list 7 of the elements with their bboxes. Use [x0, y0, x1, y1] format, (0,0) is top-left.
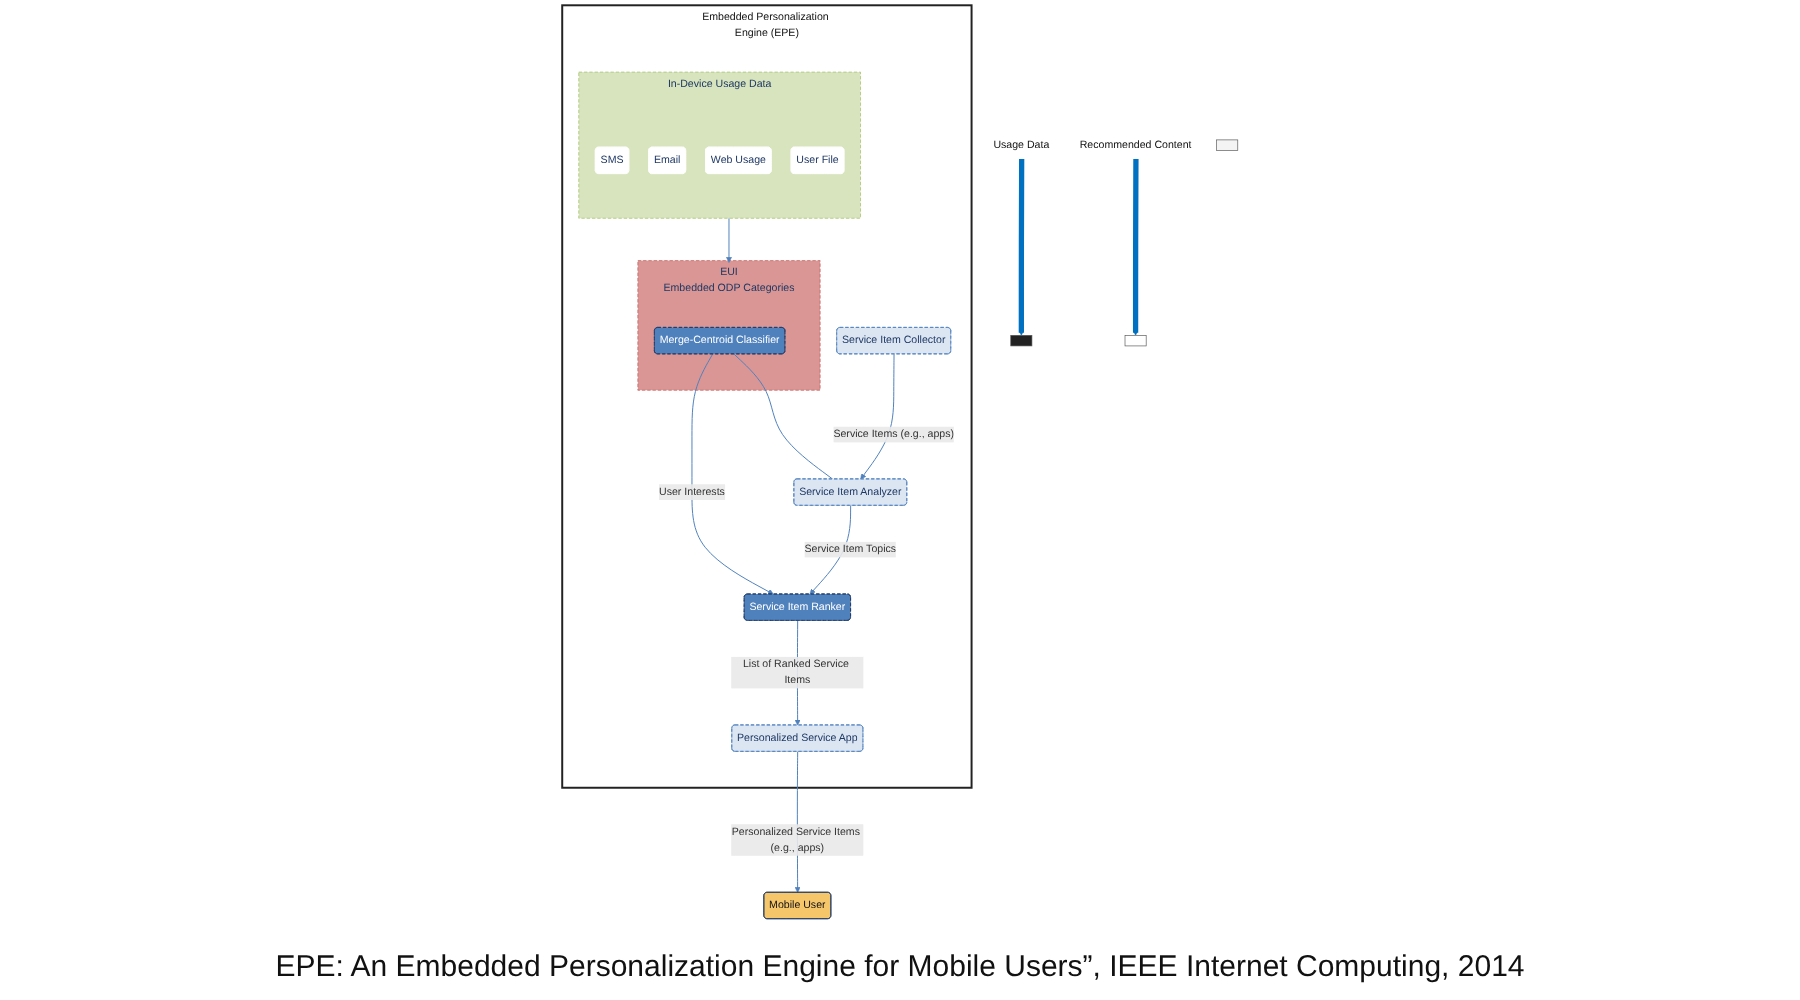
arrow [1018, 158, 1025, 336]
connector [733, 353, 834, 480]
node-box [1124, 335, 1147, 347]
node-box [1216, 139, 1239, 151]
caption: EPE: An Embedded Personalization Engine for Mobile Users”, IEEE Internet Computing, 2014 [273, 950, 1527, 984]
arrow [1132, 158, 1139, 336]
node-box [1010, 335, 1033, 347]
